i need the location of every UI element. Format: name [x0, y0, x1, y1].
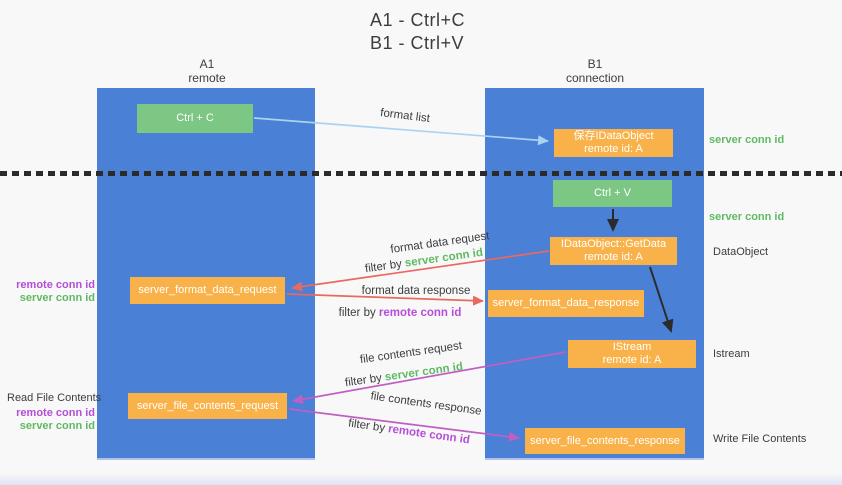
- title-line-2: B1 - Ctrl+V: [370, 33, 465, 53]
- istream-line2: remote id: A: [602, 354, 662, 366]
- remote-conn-id-key: remote conn id: [387, 423, 471, 447]
- bottom-window-edge: [0, 473, 842, 485]
- left-column-header: A1 remote: [147, 57, 267, 85]
- write-file-contents-label: Write File Contents: [713, 433, 807, 445]
- save-idataobject-node: 保存IDataObject remote id: A: [554, 129, 673, 157]
- istream-line1: IStream: [612, 341, 652, 353]
- idataobject-getdata-node: IDataObject::GetData remote id: A: [550, 237, 677, 265]
- left-column-subtitle: remote: [188, 71, 226, 85]
- server-conn-id-label-top-right: server conn id: [709, 134, 785, 146]
- filter-by-text: filter by: [344, 371, 386, 390]
- remote-conn-id-key: remote conn id: [378, 307, 462, 319]
- dataobject-label: DataObject: [713, 246, 769, 258]
- server-file-contents-response-node: server_file_contents_response: [525, 428, 685, 454]
- getdata-line1: IDataObject::GetData: [560, 238, 667, 250]
- getdata-line2: remote id: A: [584, 251, 643, 263]
- server-format-data-response-node: server_format_data_response: [488, 290, 644, 317]
- right-column-subtitle: connection: [565, 71, 625, 85]
- machine-boundary-dashed-line: [0, 171, 842, 176]
- right-column-header: B1 connection: [535, 57, 655, 85]
- save-idataobject-line2: remote id: A: [584, 143, 643, 155]
- format-data-response-label: format data response: [361, 285, 471, 297]
- format-list-label: format list: [379, 107, 431, 125]
- left-column-name: A1: [199, 57, 215, 71]
- format-conn-id-labels: remote conn id server conn id: [0, 279, 95, 305]
- ctrl-c-label: Ctrl + C: [176, 112, 214, 124]
- istream-node: IStream remote id: A: [568, 340, 696, 368]
- server-format-data-request-label: server_format_data_request: [138, 284, 277, 296]
- remote-conn-id-label-file: remote conn id: [16, 407, 95, 419]
- server-conn-id-label-file: server conn id: [19, 420, 95, 432]
- server-conn-id-label-mid-right: server conn id: [709, 211, 785, 223]
- file-conn-id-labels: remote conn id server conn id: [0, 407, 95, 433]
- server-file-contents-response-label: server_file_contents_response: [530, 434, 680, 447]
- server-conn-id-label-format: server conn id: [19, 292, 95, 304]
- server-format-data-response-label: server_format_data_response: [492, 297, 640, 309]
- right-column-name: B1: [587, 57, 603, 71]
- title-line-1: A1 - Ctrl+C: [370, 10, 466, 30]
- remote-conn-id-label-format: remote conn id: [16, 279, 95, 291]
- filter-by-text: filter by: [364, 257, 406, 276]
- server-file-contents-request-label: server_file_contents_request: [136, 399, 279, 412]
- file-contents-response-label: file contents response: [369, 390, 483, 418]
- server-file-contents-request-node: server_file_contents_request: [128, 393, 287, 419]
- ctrl-c-node: Ctrl + C: [137, 104, 253, 133]
- istream-side-label: Istream: [713, 348, 750, 360]
- ctrl-v-label: Ctrl + V: [594, 187, 631, 199]
- format-response-filter-label: filter by remote conn id: [339, 307, 462, 319]
- server-conn-id-key: server conn id: [384, 360, 464, 384]
- filter-by-text: filter by: [347, 417, 389, 436]
- diagram-title: A1 - Ctrl+C B1 - Ctrl+V: [370, 9, 465, 55]
- save-idataobject-line1: 保存IDataObject: [573, 130, 654, 142]
- server-format-data-request-node: server_format_data_request: [130, 277, 285, 304]
- file-response-filter-label: filter by remote conn id: [347, 418, 470, 447]
- ctrl-v-node: Ctrl + V: [553, 180, 672, 207]
- read-file-contents-label: Read File Contents: [7, 392, 102, 404]
- filter-by-text: filter by: [338, 307, 379, 319]
